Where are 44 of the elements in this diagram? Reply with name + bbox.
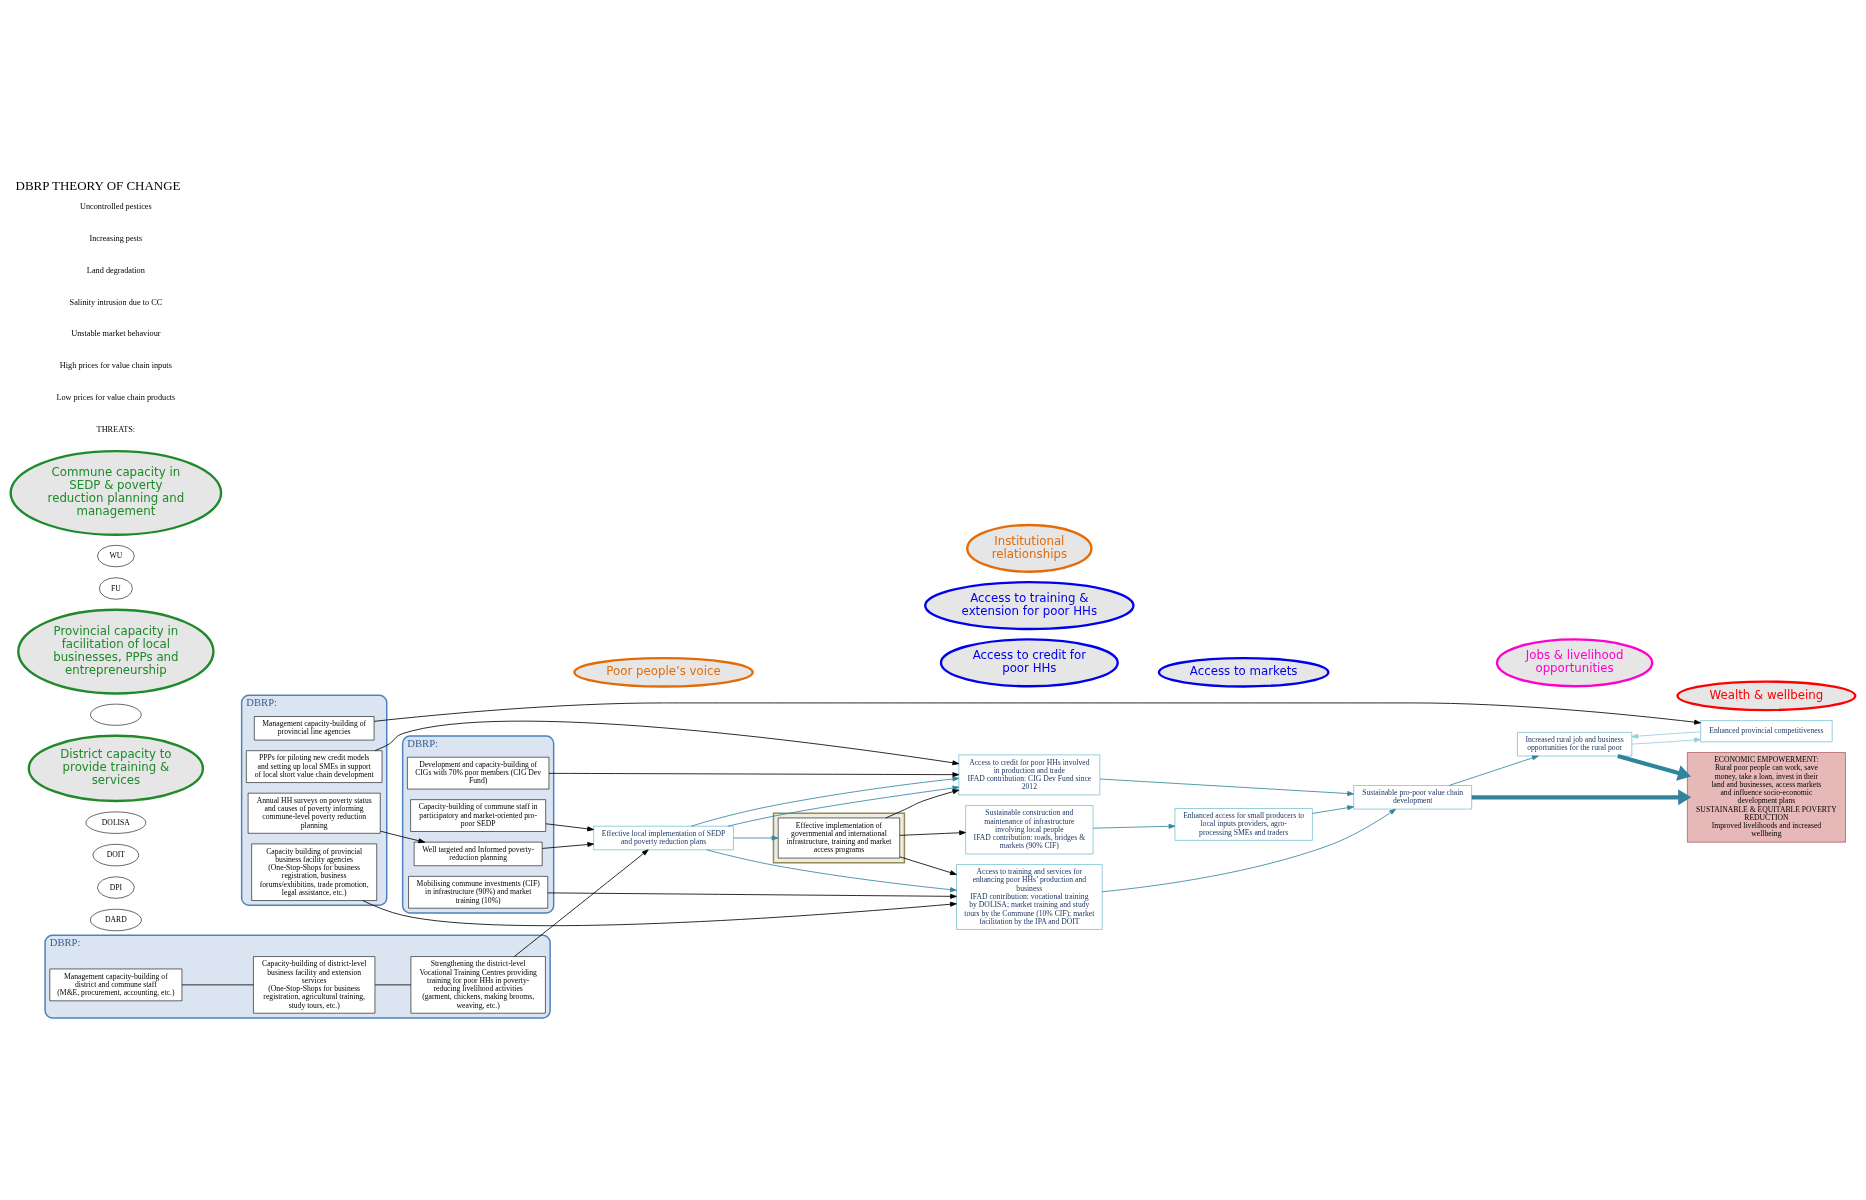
node-ellipse: Wealth & wellbeing	[1676, 680, 1857, 712]
node-ellipse: District capacity to provide training & services	[27, 734, 205, 803]
arrow	[545, 823, 594, 832]
arrow	[542, 842, 595, 849]
node-ellipse: Access to training & extension for poor HHs	[924, 581, 1135, 631]
label: Low prices for value chain products	[56, 393, 176, 403]
label: Unstable market behaviour	[71, 329, 161, 339]
arrow	[1617, 754, 1691, 781]
node-ellipse: Access to markets	[1157, 656, 1330, 688]
arrow	[1631, 737, 1701, 745]
label: THREATS:	[96, 425, 136, 435]
arrow	[513, 849, 649, 957]
arrow	[1092, 823, 1176, 829]
arrow	[690, 776, 960, 827]
arrow	[1099, 778, 1354, 796]
arrow	[899, 830, 966, 836]
node-ellipse: Jobs & livelihood opportunities	[1495, 638, 1654, 688]
label: Uncontrolled pestices	[80, 202, 152, 212]
node-ellipse: Provincial capacity in facilitation of local businesses, PPPs and entrepreneurship	[17, 608, 215, 695]
arrow	[1471, 789, 1692, 806]
label: Salinity intrusion due to CC	[69, 297, 163, 307]
arrow	[1631, 731, 1701, 739]
arrow	[548, 772, 960, 778]
arrow	[547, 892, 957, 899]
node-ellipse	[90, 703, 142, 726]
node-ellipse: Institutional relationships	[966, 523, 1093, 573]
label: Increasing pests	[89, 233, 143, 243]
arrow	[1448, 755, 1539, 786]
arrow	[727, 785, 960, 827]
arrow	[899, 856, 957, 876]
node-ellipse: Poor people’s voice	[573, 656, 754, 688]
label: High prices for value chain inputs	[59, 361, 172, 371]
arrow	[1312, 805, 1354, 814]
arrow	[373, 702, 1701, 725]
arrow	[362, 900, 957, 927]
node-ellipse: Commune capacity in SEDP & poverty reduction planning and management	[9, 449, 223, 536]
label: Land degradation	[86, 265, 145, 275]
arrow	[885, 789, 960, 819]
arrow	[733, 835, 779, 841]
arrow	[374, 720, 960, 766]
node-ellipse: Access to credit for poor HHs	[939, 638, 1119, 688]
diagram-title: DBRP THEORY OF CHANGE	[15, 178, 181, 194]
arrow	[706, 849, 957, 893]
arrow	[380, 830, 426, 844]
